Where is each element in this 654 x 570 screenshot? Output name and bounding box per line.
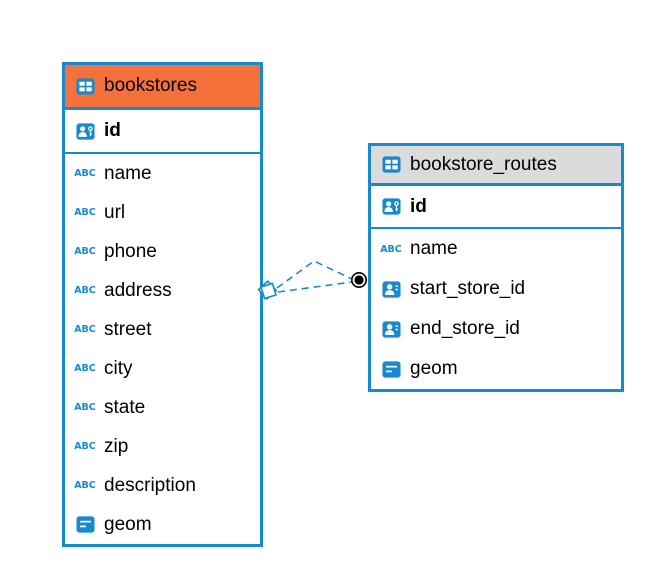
varchar-abc-icon: ABC (380, 243, 402, 255)
pk-label: id (104, 120, 121, 141)
table-bookstore-routes[interactable]: bookstore_routes id ABC name start_store… (368, 143, 624, 392)
varchar-abc-icon: ABC (74, 480, 96, 491)
field-label: url (104, 201, 126, 223)
field-row-name[interactable]: ABC name (65, 154, 260, 193)
pk-label: id (410, 195, 427, 217)
table-title: bookstore_routes (410, 153, 557, 175)
field-label: street (104, 318, 152, 340)
relationship-line-lower[interactable] (277, 281, 353, 293)
field-label: description (104, 474, 196, 496)
table-icon (380, 155, 402, 174)
varchar-abc-icon: ABC (74, 402, 96, 413)
varchar-abc-icon: ABC (74, 324, 96, 335)
field-label: state (104, 396, 146, 418)
table-icon (74, 77, 96, 96)
field-label: geom (410, 358, 458, 379)
field-row-start-store-id[interactable]: start_store_id (371, 269, 621, 309)
geometry-icon (380, 360, 402, 379)
field-label: address (104, 279, 172, 301)
table-header-bookstore-routes[interactable]: bookstore_routes (371, 146, 621, 186)
table-header-bookstores[interactable]: bookstores (65, 65, 260, 110)
field-label: end_store_id (410, 318, 520, 339)
field-row-geom[interactable]: geom (371, 349, 621, 389)
field-row-state[interactable]: ABC state (65, 388, 260, 427)
field-row-geom[interactable]: geom (65, 505, 260, 544)
field-label: city (104, 357, 133, 379)
reference-person-icon (380, 320, 402, 339)
varchar-abc-icon: ABC (74, 363, 96, 374)
varchar-abc-icon: ABC (74, 285, 96, 296)
field-row-zip[interactable]: ABC zip (65, 427, 260, 466)
geometry-icon (74, 515, 96, 534)
relationship-dot-icon (350, 271, 367, 288)
field-row-address[interactable]: ABC address (65, 271, 260, 310)
varchar-abc-icon: ABC (74, 207, 96, 218)
varchar-abc-icon: ABC (74, 246, 96, 257)
table-bookstores[interactable]: bookstores id ABC name ABC url ABC phone… (62, 62, 263, 547)
relationship-bookstores-to-routes[interactable] (257, 260, 367, 300)
primary-key-icon (74, 122, 96, 141)
field-label: start_store_id (410, 278, 526, 299)
field-row-description[interactable]: ABC description (65, 466, 260, 505)
field-row-end-store-id[interactable]: end_store_id (371, 309, 621, 349)
field-row-city[interactable]: ABC city (65, 349, 260, 388)
relationship-line-upper[interactable] (276, 260, 353, 289)
table-title: bookstores (104, 75, 197, 96)
field-label: name (410, 238, 458, 259)
field-row-url[interactable]: ABC url (65, 193, 260, 232)
primary-key-icon (380, 197, 402, 216)
field-label: geom (104, 513, 152, 535)
field-row-name[interactable]: ABC name (371, 229, 621, 269)
field-label: zip (104, 435, 129, 457)
field-label: phone (104, 240, 157, 262)
pk-row-routes-id[interactable]: id (371, 186, 621, 229)
field-label: name (104, 162, 152, 184)
field-row-phone[interactable]: ABC phone (65, 232, 260, 271)
field-row-street[interactable]: ABC street (65, 310, 260, 349)
varchar-abc-icon: ABC (74, 441, 96, 452)
varchar-abc-icon: ABC (74, 168, 96, 179)
reference-person-icon (380, 280, 402, 299)
pk-row-bookstores-id[interactable]: id (65, 110, 260, 154)
